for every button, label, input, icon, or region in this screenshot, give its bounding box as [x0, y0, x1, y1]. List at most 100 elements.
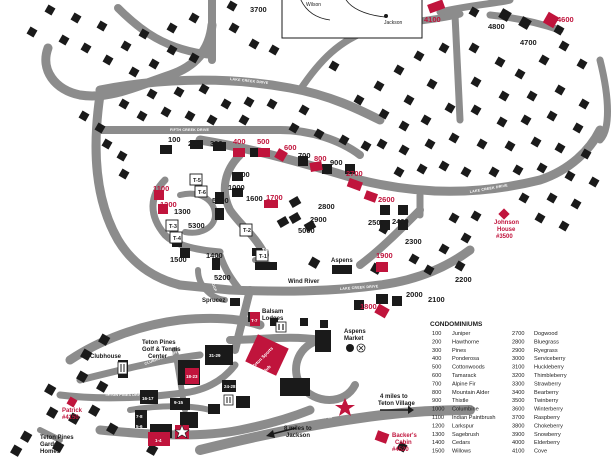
- legend-left-item-number: 100: [432, 331, 441, 337]
- legend-right-item-name: Serviceberry: [534, 356, 566, 362]
- label-johnson-1: Johnson: [494, 220, 519, 226]
- legend-right-item-name: Dogwood: [534, 331, 558, 337]
- tag-t6: T-6: [198, 190, 206, 196]
- label-sprucez: Sprucez: [202, 298, 225, 304]
- legend-right-item-number: 3300: [512, 381, 524, 387]
- legend-left-item-name: Larkspur: [452, 423, 474, 429]
- legend-left-item-name: Ponderosa: [452, 356, 480, 362]
- label-garden-1: Teton Pines: [40, 435, 74, 441]
- unit-4600: 4600: [557, 15, 574, 24]
- legend-left-item-name: Sagebrush: [452, 432, 479, 438]
- legend-title: CONDOMINIUMS: [430, 321, 483, 328]
- label-to-jackson-1: 8 miles to: [284, 426, 312, 432]
- legend-right-item-name: Ryegrass: [534, 348, 558, 354]
- legend-right-item-name: Snowberry: [534, 432, 561, 438]
- legend-right-item-number: 3800: [512, 423, 524, 429]
- legend-left-item-number: 1000: [432, 407, 444, 413]
- unit-1300: 1300: [174, 207, 191, 216]
- label-backers-2: Cabin: [395, 440, 412, 446]
- legend-left-item-number: 1500: [432, 449, 444, 455]
- road-name-lake-creek-1: LAKE CREEK DRIVE: [230, 77, 269, 85]
- legend-left-item-name: Cedars: [452, 440, 470, 446]
- label-johnson-3: #3500: [496, 234, 513, 240]
- unit-1400: 1400: [206, 251, 223, 260]
- label-to-teton-1: 4 miles to: [380, 394, 408, 400]
- legend-right-item-name: Bluegrass: [534, 339, 559, 345]
- legend-left-item-number: 900: [432, 398, 441, 404]
- legend-left-item-number: 700: [432, 381, 441, 387]
- label-clubhouse: Clubhouse: [90, 354, 122, 360]
- tag-24-28: 24-28: [224, 384, 236, 389]
- label-backers-1: Backer's: [392, 433, 417, 439]
- label-aspens: Aspens: [331, 258, 353, 264]
- unit-1500: 1500: [170, 255, 187, 264]
- unit-3700: 3700: [250, 5, 267, 14]
- unit-600: 600: [284, 143, 297, 152]
- road-name-willow: WILLOW DRIVE: [62, 57, 90, 74]
- road-name-hwy22: HWY 22: [318, 415, 333, 420]
- legend-left-item-name: Cottonwoods: [452, 365, 485, 371]
- legend-right-item-number: 3700: [512, 415, 524, 421]
- legend-right-item-number: 2800: [512, 339, 524, 345]
- label-teton-pines-2: Golf & Tennis: [142, 347, 181, 353]
- legend-right-item-number: 3000: [512, 356, 524, 362]
- unit-4700: 4700: [520, 38, 537, 47]
- label-patrick-2: #4150: [62, 415, 79, 421]
- unit-1600: 1600: [246, 194, 263, 203]
- legend-right-item-number: 2900: [512, 348, 524, 354]
- legend-left-item-number: 1100: [432, 415, 444, 421]
- unit-1700: 1700: [266, 193, 283, 202]
- unit-400: 400: [233, 137, 246, 146]
- label-garden-3: Homes: [40, 449, 61, 455]
- legend-right-item-name: Huckleberry: [534, 365, 564, 371]
- unit-1200: 1200: [160, 200, 177, 209]
- tag-t3: T-3: [169, 224, 177, 230]
- star-icon-2: [174, 424, 190, 439]
- unit-5100: 5100: [212, 196, 229, 205]
- legend-left-item-name: Tamarack: [452, 373, 476, 379]
- buildings: [10, 0, 600, 457]
- unit-4100: 4100: [424, 15, 441, 24]
- tag-5-6: 5-6: [136, 424, 143, 429]
- place-labels: Sprucez Wind River Aspens Balsam Lodges …: [40, 220, 519, 455]
- legend-left-item-name: Indian Paintbrush: [452, 415, 496, 421]
- legend-left-item-name: Willows: [452, 449, 471, 455]
- label-aspens-market-1: Aspens: [344, 329, 366, 335]
- label-to-jackson-2: Jackson: [286, 433, 310, 439]
- unit-200: 200: [188, 139, 201, 148]
- label-teton-pines-3: Center: [148, 354, 168, 360]
- legend-right-item-name: Bearberry: [534, 390, 559, 396]
- legend-right-item-number: 4100: [512, 449, 524, 455]
- unit-labels: 3700 4100 4600 4800 4700 100 200 300 400…: [153, 5, 574, 311]
- label-aspens-market-2: Market: [344, 336, 363, 342]
- tag-31-29: 31-29: [209, 353, 221, 358]
- legend-right-item-number: 3500: [512, 398, 524, 404]
- legend-right-item-name: Raspberry: [534, 415, 560, 421]
- legend-left-item-name: Mountain Alder: [452, 390, 489, 396]
- road-name-teton-pines: TETON PINES DRIVE: [105, 393, 145, 397]
- inset-label-jackson: Jackson: [384, 20, 403, 26]
- unit-900: 900: [330, 158, 343, 167]
- label-sports-club-2: Club: [261, 364, 272, 375]
- unit-2500: 2500: [368, 218, 385, 227]
- townhome-buildings: T-5 T-6 T-3 T-4 T-2 T-1: [165, 173, 269, 262]
- legend-left-item-name: Thistle: [452, 398, 468, 404]
- unit-2700: 2700: [346, 169, 363, 178]
- arrow-right-icon: [380, 406, 414, 414]
- legend-left-item-number: 400: [432, 356, 441, 362]
- legend-left-item-name: Juniper: [452, 331, 470, 337]
- legend-left-item-number: 500: [432, 365, 441, 371]
- label-johnson-2: House: [497, 227, 516, 233]
- unit-2600: 2600: [378, 195, 395, 204]
- legend-right-item-name: Cove: [534, 449, 547, 455]
- inset-map: Wilson Jackson: [281, 0, 423, 39]
- building-tags-lower: T-8 T-7 31-29 18-23 16-17 7-8 5-6 1-4 9-…: [136, 247, 269, 443]
- legend-left-item-name: Columbine: [452, 407, 479, 413]
- unit-5200: 5200: [214, 273, 231, 282]
- legend-right-item-number: 3600: [512, 407, 524, 413]
- tag-t2: T-2: [243, 228, 251, 234]
- unit-1800: 1800: [360, 302, 377, 311]
- unit-1000: 1000: [228, 183, 245, 192]
